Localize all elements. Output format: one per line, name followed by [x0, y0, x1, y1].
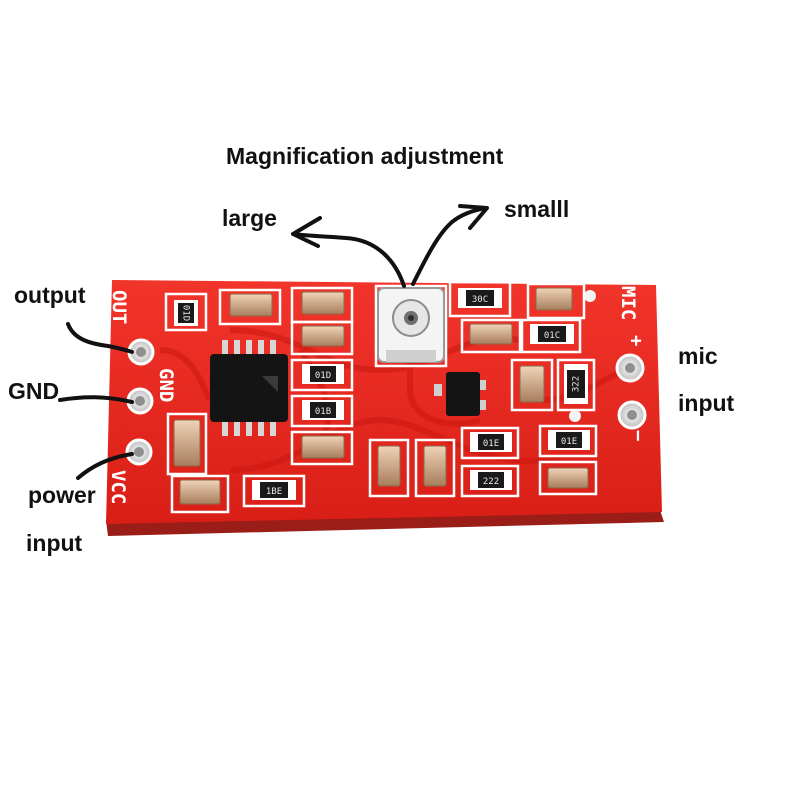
silk-vcc: VCC — [107, 470, 129, 504]
label-large: large — [222, 205, 277, 231]
chip-marking-1: 01D — [181, 305, 191, 321]
smd-capacitors — [173, 287, 589, 505]
line-output — [66, 322, 134, 354]
chip-marking-6: 01C — [544, 331, 560, 341]
chip-marking-9: 222 — [483, 477, 499, 487]
annotation-strokes — [58, 204, 489, 480]
silk-minus: − — [627, 430, 649, 441]
silk-out: OUT — [108, 290, 130, 324]
label-power-input: input — [26, 530, 83, 556]
arrow-large-head — [291, 216, 322, 248]
title-magnification-adjustment: Magnification adjustment — [226, 143, 504, 169]
label-output: output — [14, 282, 86, 308]
chip-marking-8: 01E — [561, 437, 577, 447]
pcb-board-edge — [106, 510, 664, 536]
mic-pads-right — [569, 290, 647, 430]
smd-resistors — [174, 288, 590, 500]
label-gnd: GND — [8, 378, 60, 404]
arrow-small-head — [458, 204, 489, 230]
chip-marking-7: 01E — [483, 439, 499, 449]
label-mic-input: input — [678, 390, 735, 416]
line-power — [76, 452, 134, 480]
chip-marking-3: 01B — [315, 407, 331, 417]
arrow-large — [292, 232, 406, 288]
component-outlines — [164, 280, 598, 514]
label-smalll: smalll — [504, 196, 570, 222]
arrow-small — [411, 206, 488, 286]
chip-marking-4: 1BE — [266, 487, 282, 497]
chip-marking-10: 322 — [572, 376, 582, 392]
chip-marking-2: 01D — [315, 371, 331, 381]
silk-plus: + — [625, 335, 647, 346]
sot23-chip — [434, 372, 486, 416]
trimmer-potentiometer — [377, 287, 445, 363]
header-pads-left — [125, 338, 155, 466]
chip-marking-5: 30C — [472, 295, 488, 305]
amplifier-ic — [210, 340, 288, 436]
label-power: power — [28, 482, 96, 508]
silk-mic: MIC — [617, 286, 639, 320]
line-gnd — [58, 395, 134, 404]
silk-gnd: GND — [155, 368, 177, 402]
label-mic: mic — [678, 343, 718, 369]
